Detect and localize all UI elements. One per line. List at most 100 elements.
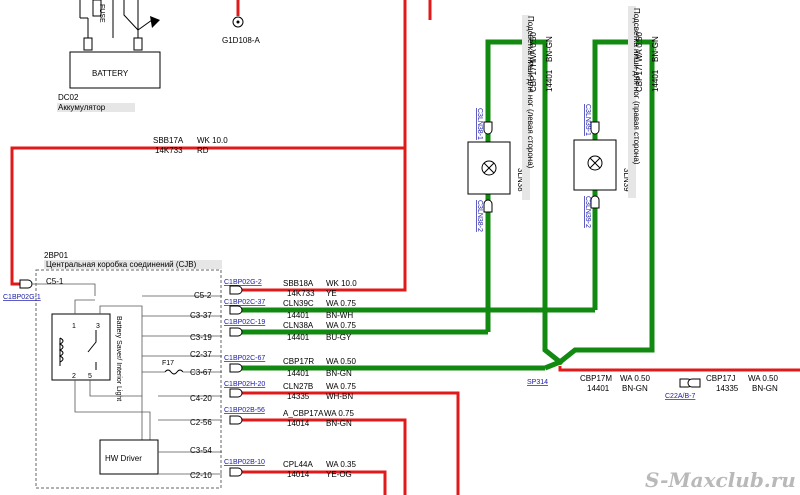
connector-c3-19-icon — [229, 327, 243, 337]
wire-sbb18a — [240, 148, 407, 292]
connector-c4-20-icon — [229, 388, 243, 398]
connector-c3-37-label[interactable]: C1BP02C-37 — [224, 299, 265, 306]
lamp-left-name: Подсветка ниши для ног (левая сторона) — [526, 16, 535, 169]
connector-c5-2-label[interactable]: C1BP02G-2 — [224, 279, 262, 286]
wire-cln38a-spec: WA 0.75 — [326, 321, 356, 330]
cjb-outline — [35, 269, 222, 489]
connector-c3-67-label[interactable]: C1BP02C-67 — [224, 355, 265, 362]
lamp-right: C3LN39-1 C3LN39-2 3LN39 Подсветка ниши д… — [573, 6, 660, 228]
fuse-label: FUSE — [98, 4, 105, 23]
lamp-left-name-bar — [522, 15, 530, 200]
lamp-left-wire-color: BN-GN — [545, 36, 554, 62]
pin-c5-2: C5-2 — [194, 291, 212, 300]
pin-c2-56: C2-56 — [190, 418, 212, 427]
pin-c3-37: C3-37 — [190, 311, 212, 320]
relay-top-wiring — [74, 299, 143, 456]
hw-driver-label: HW Driver — [105, 454, 142, 463]
lamp-right-name: Подсветка ниши для ног (правая сторона) — [632, 8, 641, 165]
wire-j-name: CBP17J — [706, 374, 735, 383]
battery-code: DC02 — [58, 93, 79, 102]
cjb-internal-feed — [32, 283, 96, 296]
wire-cbp17r-code: 14401 — [287, 369, 310, 378]
wire-j-color: BN-GN — [752, 384, 778, 393]
connector-c5-2-icon — [229, 285, 243, 295]
connector-c2-56-label[interactable]: C1BP02B-56 — [224, 407, 265, 414]
wire-cpl44a-color: YE-OG — [326, 470, 352, 479]
pin-c2-10: C2-10 — [190, 471, 212, 480]
relay-bottom-wiring — [74, 380, 151, 440]
lamp-left-body — [467, 141, 511, 195]
wire-cln39c-spec: WA 0.75 — [326, 299, 356, 308]
cjb-pin-connectors — [229, 285, 243, 477]
lamp-right-conn-bottom-label[interactable]: C3LN39-2 — [584, 196, 591, 228]
lamp-right-bottom-connector-icon — [590, 195, 600, 209]
lamp-right-bulb-cross-icon — [589, 157, 601, 169]
wire-lamp-left-loop — [485, 39, 562, 364]
wire-cln38a-name: CLN38A — [283, 321, 314, 330]
relay-box — [51, 313, 111, 381]
wire-cln27b-spec: WA 0.75 — [326, 382, 356, 391]
connector-c3-19-label[interactable]: C1BP02C-19 — [224, 319, 265, 326]
lamp-right-wire-spec: WA 0.50 — [635, 32, 644, 62]
battery-label: BATTERY — [92, 69, 129, 78]
wire-cbp17r-color: BN-GN — [326, 369, 352, 378]
wire-a-cbp17a-spec: WA 0.75 — [324, 409, 354, 418]
connector-c22a-icon-right — [687, 378, 701, 388]
ground-block: G1D108-A — [222, 0, 260, 45]
main-wire-color: RD — [197, 146, 209, 155]
wire-cln39c-code: 14401 — [287, 311, 310, 320]
connector-c2-56-icon — [229, 415, 243, 425]
wire-cbp17m-cbp17j — [558, 366, 800, 372]
watermark: S-Maxclub.ru — [645, 468, 796, 492]
pin-c2-37: C2-37 — [190, 350, 212, 359]
wire-lamp-right-loop — [558, 39, 655, 364]
splice-sp314-label[interactable]: SP314 — [527, 379, 548, 386]
connector-c22a-label[interactable]: C22A/B-7 — [665, 393, 695, 400]
lamp-left: C3LN38-1 C3LN38-2 3LN38 Подсветка ниши д… — [467, 15, 554, 232]
connector-c4-20-label[interactable]: C1BP02H-20 — [224, 381, 265, 388]
connector-c2-10-icon — [229, 467, 243, 477]
relay-switch-icon — [87, 330, 97, 370]
battery-switch-symbol — [123, 0, 153, 38]
main-feed-wire — [10, 0, 407, 286]
wire-sbb18a-code: 14K733 — [287, 289, 315, 298]
cjb-ext-connector-icon — [19, 279, 33, 289]
battery-plus-lead — [79, 0, 89, 38]
wire-cln39c-color: BN-WH — [326, 311, 353, 320]
wire-a-cbp17a-color: BN-GN — [326, 419, 352, 428]
wire-cln27b-color: WH-BN — [326, 392, 353, 401]
wire-j-code: 14335 — [716, 384, 739, 393]
relay-coil-icon — [58, 337, 64, 366]
fuse-f17-icon — [164, 369, 184, 375]
lamp-left-wire-spec: WA 0.50 — [529, 32, 538, 62]
lamp-right-code: 3LN39 — [622, 168, 631, 192]
splice-sp314-node — [557, 359, 563, 365]
wire-sbb18a-name: SBB18A — [283, 279, 314, 288]
wire-cln39c-name: CLN39C — [283, 299, 314, 308]
cjb-ext-connector-label[interactable]: C1BP02G-1 — [3, 294, 41, 301]
connector-c2-10-label[interactable]: C1BP02B-10 — [224, 459, 265, 466]
connector-c3-67-icon — [229, 363, 243, 373]
lamp-left-conn-top-label[interactable]: C3LN38-1 — [476, 108, 483, 140]
cjb-code: 2BP01 — [44, 251, 69, 260]
cjb-block: 2BP01 Центральная коробка соединений (CJ… — [3, 251, 222, 489]
wire-cbp17r-name: CBP17R — [283, 357, 314, 366]
battery-switch-arrow-icon — [150, 16, 160, 28]
lamp-left-conn-bottom-label[interactable]: C3LN38-2 — [476, 200, 483, 232]
lamp-right-conn-top-label[interactable]: C3LN39-1 — [584, 104, 591, 136]
wire-sbb18a-spec: WK 10.0 — [326, 279, 357, 288]
wire-cpl44a-name: CPL44A — [283, 460, 313, 469]
cjb-name: Центральная коробка соединений (CJB) — [46, 260, 197, 269]
wire-cpl44a-code: 14014 — [287, 470, 310, 479]
wire-a-cbp17a-name: A_CBP17A — [283, 409, 324, 418]
relay-pin-5: 5 — [88, 373, 92, 380]
lamp-left-bottom-connector-icon — [483, 199, 493, 213]
wire-cln27b-name: CLN27B — [283, 382, 313, 391]
fuse-symbol — [92, 0, 102, 17]
battery-block: FUSE (+) (-) BATTERY DC02 Аккумулятор — [57, 0, 161, 112]
wire-j-spec: WA 0.50 — [748, 374, 778, 383]
wire-cpl44a-spec: WA 0.35 — [326, 460, 356, 469]
wire-sbb18a-color: YE — [326, 289, 337, 298]
cjb-name-bar — [44, 260, 222, 269]
